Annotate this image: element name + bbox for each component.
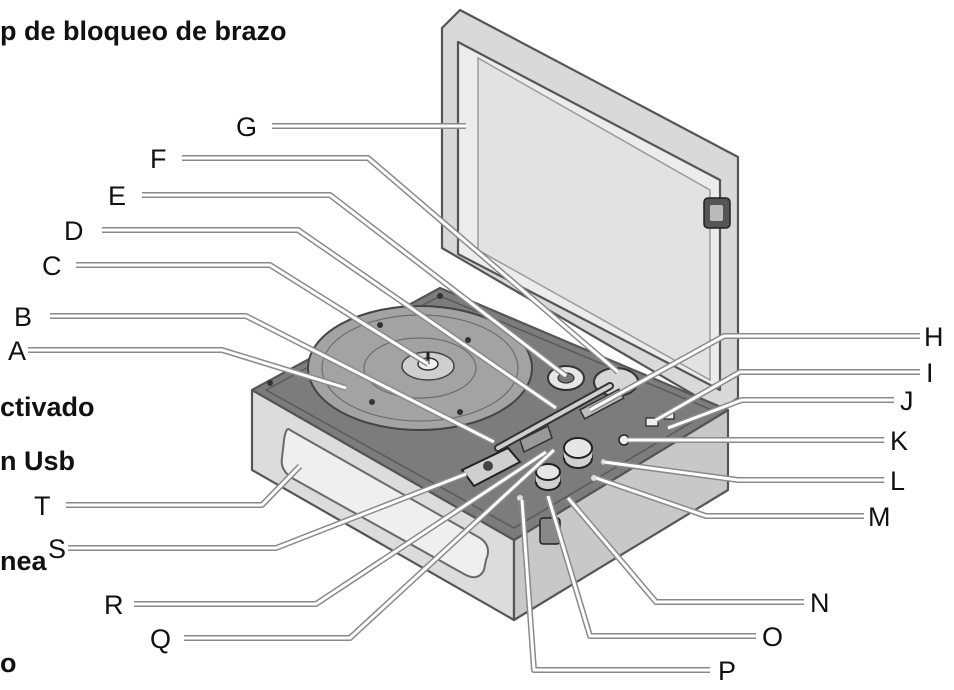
label-f: F	[150, 144, 167, 174]
label-i: I	[926, 358, 934, 388]
side-text-3: nea	[0, 546, 48, 576]
platter	[267, 293, 533, 431]
lid	[440, 8, 740, 412]
label-m: M	[868, 502, 891, 532]
label-r: R	[104, 590, 124, 620]
label-b: B	[14, 302, 32, 332]
side-text-4: o	[0, 648, 17, 678]
side-text-2: n Usb	[0, 446, 75, 476]
label-g: G	[236, 112, 257, 142]
leader-lines	[28, 123, 920, 673]
title-fragment: p de bloqueo de brazo	[0, 16, 287, 46]
label-n: N	[810, 588, 830, 618]
label-j: J	[900, 386, 914, 416]
label-a: A	[8, 336, 26, 366]
label-p: P	[718, 656, 736, 686]
label-e: E	[108, 181, 126, 211]
label-l: L	[890, 466, 905, 496]
label-o: O	[762, 622, 783, 652]
side-text-1: ctivado	[0, 392, 95, 422]
label-k: K	[890, 426, 908, 456]
label-s: S	[48, 534, 66, 564]
side-texts: p de bloqueo de brazo ctivado n Usb nea …	[0, 16, 287, 678]
label-c: C	[42, 251, 62, 281]
part-labels: G F E D C B A T S R Q H I J K L M N O P	[8, 112, 944, 686]
label-h: H	[924, 322, 944, 352]
label-t: T	[34, 491, 51, 521]
label-q: Q	[150, 624, 171, 654]
label-d: D	[64, 216, 84, 246]
